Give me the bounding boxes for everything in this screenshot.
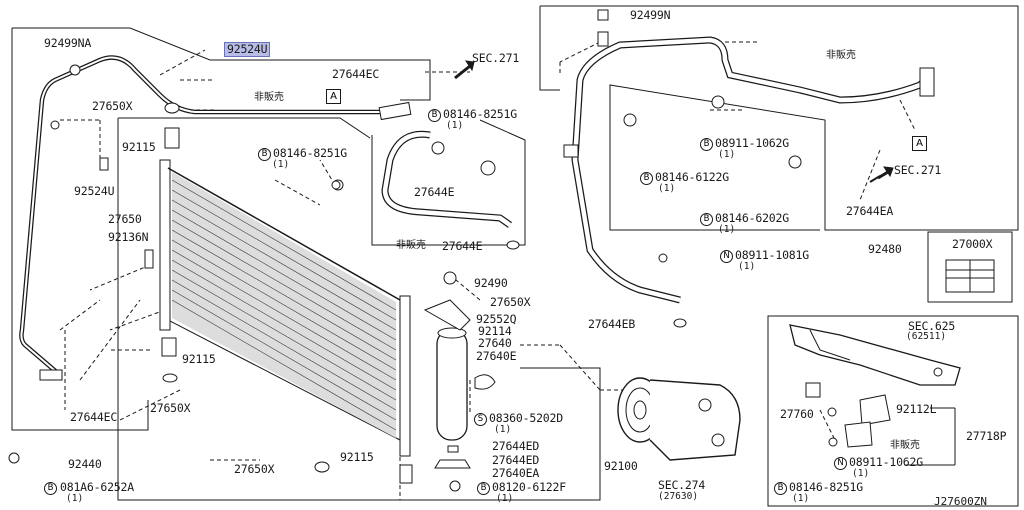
part-27000X: 27000X [952, 237, 993, 251]
part-92480: 92480 [868, 242, 902, 256]
bolt-icon-08146-8251G-c: B [774, 482, 787, 495]
part-08360-qty: (1) [494, 424, 512, 435]
outline-condenser [117, 118, 601, 501]
part-08146-8251G-a-qty: (1) [446, 120, 464, 131]
part-92440: 92440 [68, 457, 102, 471]
part-27640EA: 27640EA [492, 466, 540, 480]
part-08911-1062G-b: 08911-1062G [849, 455, 923, 469]
part-081A6: 081A6-6252A [60, 480, 134, 494]
compressor [617, 377, 741, 461]
not-sold-note-b: 非販売 [396, 240, 426, 251]
bolt-icon-08146-8251G-b: B [258, 148, 271, 161]
part-27644EC-a: 27644EC [70, 410, 118, 424]
part-27644ED-b: 27644ED [492, 453, 540, 467]
part-08911-1081G: 08911-1081G [735, 248, 809, 262]
part-08146-6202G-qty: (1) [718, 224, 736, 235]
sec-274-ref: (27630) [658, 491, 699, 502]
part-92552Q: 92552Q [476, 312, 517, 326]
sec-271-b[interactable]: SEC.271 [894, 163, 942, 177]
ref-A-left: A [326, 89, 341, 104]
part-08146-6122G-qty: (1) [658, 183, 676, 194]
part-27650X-d: 27650X [490, 295, 531, 309]
part-27644ED-a: 27644ED [492, 439, 540, 453]
part-92499N: 92499N [630, 8, 671, 22]
part-92499NA: 92499NA [44, 36, 92, 50]
part-27644EB: 27644EB [588, 317, 636, 331]
sec-271-a[interactable]: SEC.271 [472, 51, 520, 65]
part-92115-b: 92115 [182, 352, 216, 366]
part-27644E-b: 27644E [442, 239, 483, 253]
outline-92490 [371, 119, 526, 246]
part-08911-1062G-b-qty: (1) [852, 468, 870, 479]
part-27650X-b: 27650X [150, 401, 191, 415]
part-08146-8251G-b: 08146-8251G [273, 146, 347, 160]
part-92524U-side: 92524U [74, 184, 115, 198]
part-08360-5202D: 08360-5202D [489, 411, 563, 425]
part-92115-a: 92115 [122, 140, 156, 154]
part-92114: 92114 [478, 324, 512, 338]
part-08146-8251G-a: 08146-8251G [443, 107, 517, 121]
nut-icon-08911-1081G: N [720, 250, 733, 263]
part-92112L: 92112L [896, 402, 937, 416]
bolt-icon-08146-6122G: B [640, 172, 653, 185]
outline-92440 [12, 27, 431, 101]
nut-icon-08911-1062G-b: N [834, 457, 847, 470]
part-27640: 27640 [478, 336, 512, 350]
part-27644E-a: 27644E [414, 185, 455, 199]
part-08911-1062G-a-qty: (1) [718, 149, 736, 160]
sec-625-ref: (62511) [906, 331, 947, 342]
part-08911-1062G-a: 08911-1062G [715, 136, 789, 150]
part-08146-6122G: 08146-6122G [655, 170, 729, 184]
not-sold-note-a: 非販売 [254, 92, 284, 103]
outline-bracket-group [767, 315, 1019, 507]
part-27650X-c: 27650X [234, 462, 275, 476]
part-08120-6122F: 08120-6122F [492, 480, 566, 494]
condenser [159, 159, 411, 457]
part-92100: 92100 [604, 459, 638, 473]
part-27760: 27760 [780, 407, 814, 421]
part-08120-qty: (1) [496, 493, 514, 504]
outline-inner-92480 [609, 85, 820, 231]
part-08146-6202G: 08146-6202G [715, 211, 789, 225]
part-27718P: 27718P [966, 429, 1007, 443]
ref-A-right: A [912, 136, 927, 151]
not-sold-note-d: 非販売 [890, 440, 920, 451]
outline-condenser-top [118, 117, 371, 139]
part-08146-8251G-c: 08146-8251G [789, 480, 863, 494]
receiver-drier [423, 271, 496, 492]
part-92524U-highlighted[interactable]: 92524U [224, 42, 271, 57]
sec-274[interactable]: SEC.274 [658, 478, 706, 492]
sec-625[interactable]: SEC.625 [908, 319, 956, 333]
part-27644EA: 27644EA [846, 204, 894, 218]
part-27650X-a: 27650X [92, 99, 133, 113]
part-08146-8251G-c-qty: (1) [792, 493, 810, 504]
bolt-icon-08911-1062G-a: B [700, 138, 713, 151]
part-92136N: 92136N [108, 230, 149, 244]
outline-92480 [540, 5, 1019, 231]
part-27644EC-b: 27644EC [332, 67, 380, 81]
diagram-code: J27600ZN [934, 495, 987, 508]
bolt-icon-08120: B [477, 482, 490, 495]
part-08146-8251G-b-qty: (1) [272, 159, 290, 170]
part-08911-1081G-qty: (1) [738, 261, 756, 272]
part-92115-c: 92115 [340, 450, 374, 464]
part-27640E: 27640E [476, 349, 517, 363]
outline-27000x [927, 231, 1013, 303]
outline-92440-left [11, 28, 149, 431]
bolt-icon-08146-6202G: B [700, 213, 713, 226]
part-92490: 92490 [474, 276, 508, 290]
bolt-icon-081A6: B [44, 482, 57, 495]
screw-icon-08360: S [474, 413, 487, 426]
bracket-member [789, 324, 961, 386]
bolt-icon-08146-8251G-a: B [428, 109, 441, 122]
outline-92480-b [539, 6, 560, 91]
not-sold-note-c: 非販売 [826, 50, 856, 61]
part-27650: 27650 [108, 212, 142, 226]
part-081A6-qty: (1) [66, 493, 84, 504]
